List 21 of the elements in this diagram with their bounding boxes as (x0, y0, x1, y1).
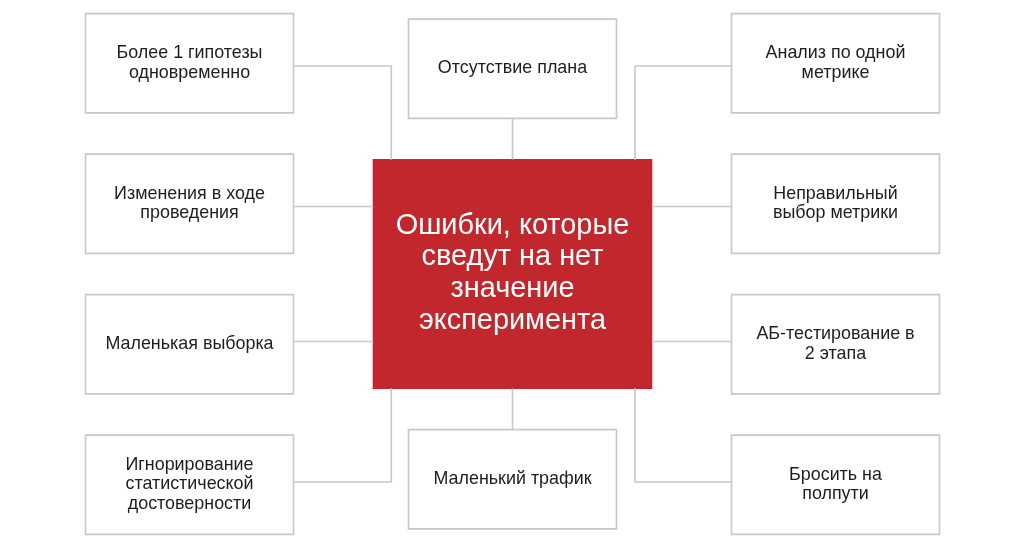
node-box: Бросить на полпути (730, 434, 940, 536)
connector (292, 340, 374, 343)
connector (292, 205, 374, 208)
connector (650, 340, 732, 343)
connector (292, 65, 392, 161)
node-box: Неправильный выбор метрики (730, 153, 940, 255)
connector (511, 387, 513, 431)
connector (633, 387, 732, 483)
connector (633, 65, 732, 161)
node-box: Отсутствие плана (407, 18, 617, 120)
connector (650, 205, 732, 208)
node-box: Ошибки, которые сведут на нет значение эксперимента (372, 159, 652, 389)
node-box: АБ-тестирование в 2 этапа (730, 293, 940, 395)
node-box: Маленькая выборка (84, 293, 294, 395)
node-box: Анализ по одной метрике (730, 12, 940, 114)
node-box: Более 1 гипотезы одновременно (84, 12, 294, 114)
node-box: Изменения в ходе проведения (84, 153, 294, 255)
node-box: Игнорирование статистической достоверности (84, 434, 294, 536)
node-box: Маленький трафик (407, 428, 617, 530)
connector (511, 117, 513, 161)
connector (292, 387, 392, 483)
